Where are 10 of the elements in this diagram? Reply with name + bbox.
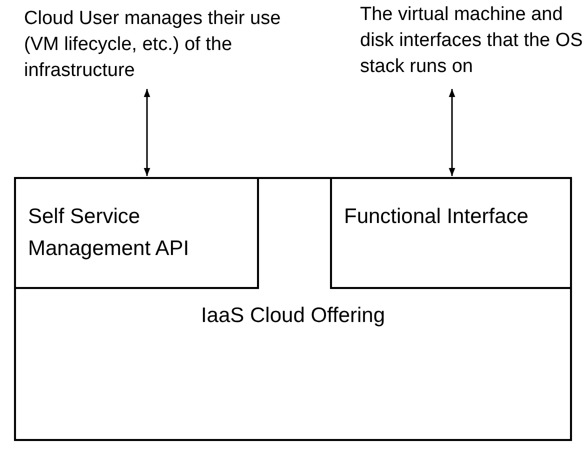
double-arrow [144,89,150,176]
component-box [330,177,572,289]
annotation-text: The virtual machine and disk interfaces that the OS stack runs on [360,2,586,88]
component-box [14,177,259,289]
box-label: Self Service Management API [28,204,190,262]
annotation-text: Cloud User manages their use (VM lifecycle, etc.) of the infrastructure [24,6,294,88]
container-label: IaaS Cloud Offering [200,303,386,329]
container-box [14,177,572,441]
double-arrow [448,89,456,176]
box-label: Functional Interface [344,204,530,230]
